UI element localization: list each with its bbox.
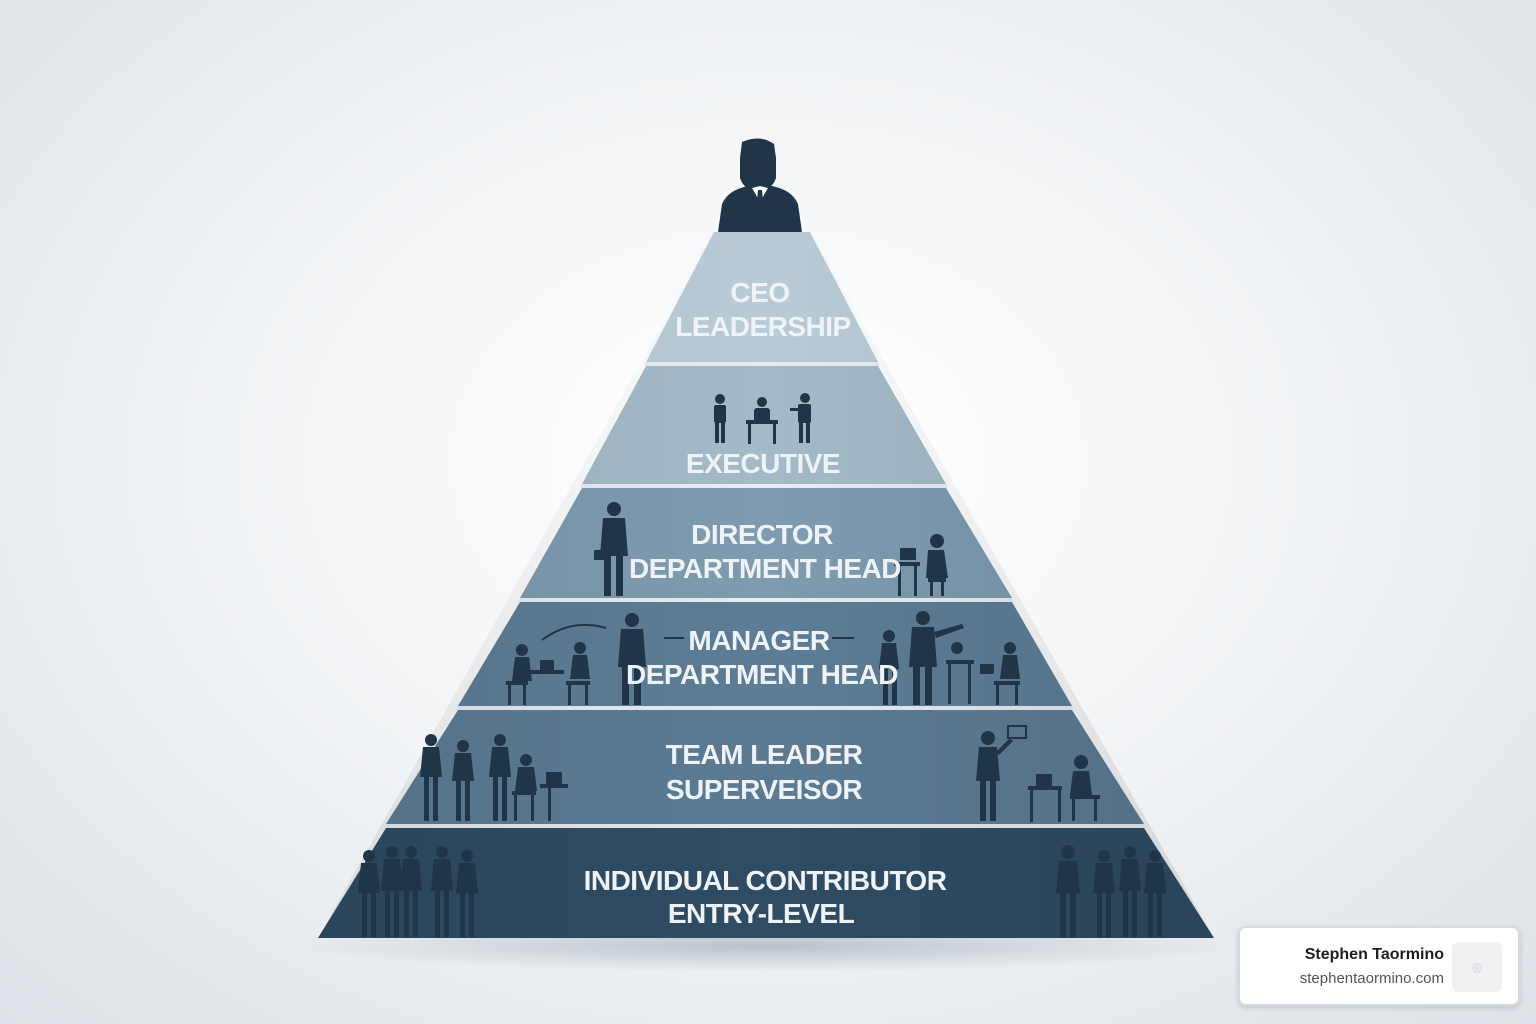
- tier-team-leader-line2: SUPERVEISOR: [666, 774, 863, 805]
- team-leader-figures-icon: [420, 725, 1100, 822]
- tier-contributor-line2: ENTRY-LEVEL: [668, 898, 855, 929]
- tier-manager-line2: DEPARTMENT HEAD: [626, 659, 898, 690]
- manager-figures-icon: [506, 611, 1020, 705]
- director-figures-icon: [594, 502, 948, 596]
- logo-icon: ◎: [1452, 942, 1502, 992]
- contributor-figures-icon: [358, 845, 1166, 937]
- tier-director-line1: DIRECTOR: [691, 519, 833, 550]
- tier-team-leader-line1: TEAM LEADER: [666, 739, 863, 770]
- executive-figures-icon: [714, 393, 811, 444]
- tier-contributor-line1: INDIVIDUAL CONTRIBUTOR: [584, 865, 947, 896]
- author-card[interactable]: Stephen Taormino stephentaormino.com ◎: [1238, 926, 1520, 1006]
- author-name: Stephen Taormino: [1304, 946, 1444, 963]
- tier-ceo-line2: LEADERSHIP: [675, 311, 850, 342]
- tier-executive-line1: EXECUTIVE: [686, 448, 840, 479]
- tier-manager-line1: MANAGER: [688, 625, 829, 656]
- tier-labels: CEO LEADERSHIP EXECUTIVE DIRECTOR DEPART…: [584, 277, 948, 929]
- ceo-figure-icon: [718, 138, 802, 232]
- author-website[interactable]: stephentaormino.com: [1299, 970, 1444, 987]
- tier-director-line2: DEPARTMENT HEAD: [629, 553, 901, 584]
- tier-ceo-line1: CEO: [730, 277, 789, 308]
